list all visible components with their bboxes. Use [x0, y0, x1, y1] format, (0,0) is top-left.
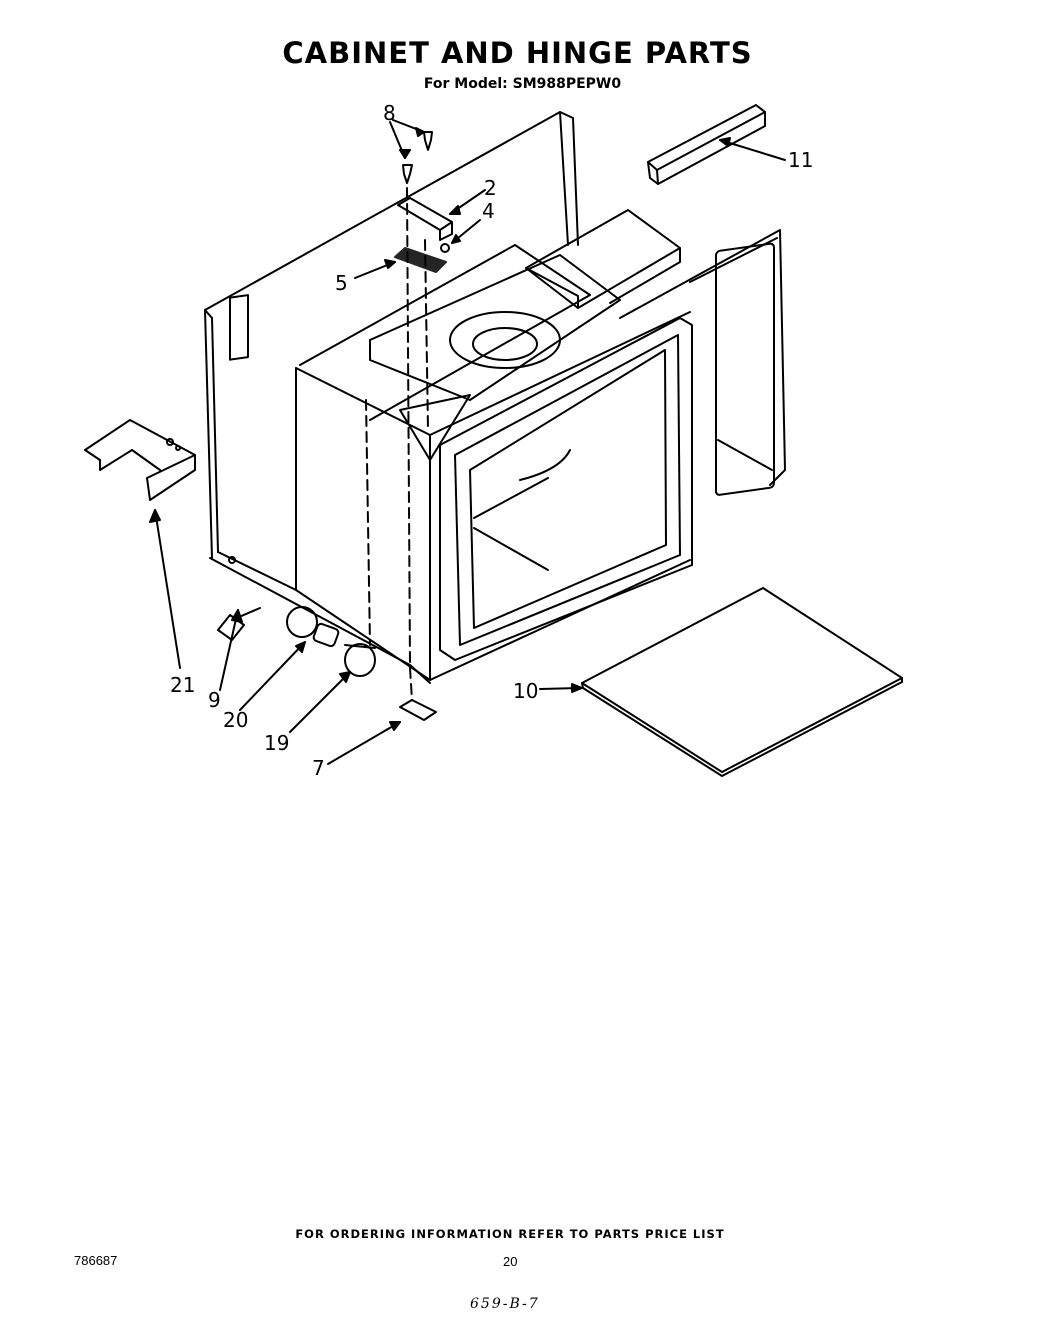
part-2-hinge-bracket [397, 189, 486, 241]
callout-4: 4 [482, 199, 495, 223]
part-20-lamp [239, 606, 340, 711]
document-number: 786687 [74, 1253, 118, 1268]
explode-lines [365, 187, 429, 701]
callout-20: 20 [223, 708, 248, 732]
cabinet-left-panel [204, 294, 431, 684]
part-9-pin [217, 607, 261, 691]
callout-8: 8 [383, 101, 396, 125]
page-title: CABINET AND HINGE PARTS [282, 36, 753, 70]
callout-5: 5 [335, 271, 348, 295]
part-10-bottom-plate [539, 587, 903, 777]
callout-9: 9 [208, 688, 221, 712]
page-number: 20 [503, 1254, 518, 1269]
ordering-note: FOR ORDERING INFORMATION REFER TO PARTS … [295, 1227, 725, 1241]
part-8-screws [389, 119, 433, 184]
oven-cavity [295, 311, 691, 681]
part-4-screw [440, 219, 481, 253]
part-19-lamp-socket [289, 643, 376, 733]
callout-11: 11 [788, 148, 813, 172]
part-7-hinge-plate [327, 699, 437, 765]
callout-19: 19 [264, 731, 289, 755]
part-5-vent-mesh [354, 247, 447, 279]
model-subtitle: For Model: SM988PEPW0 [423, 76, 622, 92]
callout-2: 2 [484, 176, 497, 200]
callout-10: 10 [513, 679, 538, 703]
cabinet-top-assembly [299, 209, 681, 461]
cabinet-right-panel [619, 229, 786, 496]
part-11-trim-strip [647, 104, 786, 185]
cabinet-back-panel [204, 111, 579, 311]
front-frame [439, 317, 693, 661]
handwritten-code: 659-B-7 [470, 1296, 540, 1312]
callout-21: 21 [170, 673, 195, 697]
part-21-bracket [84, 419, 196, 669]
callout-7: 7 [312, 756, 325, 780]
